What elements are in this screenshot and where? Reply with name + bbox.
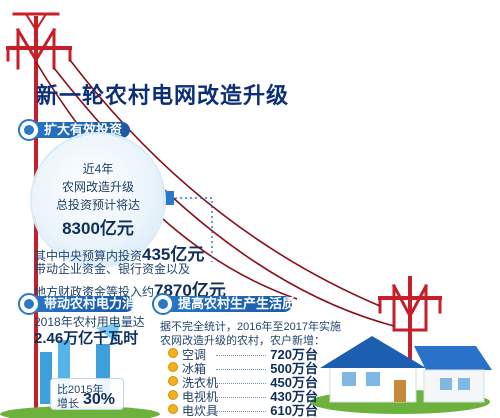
detail-line1-prefix: 其中中央预算内投资 (34, 249, 143, 263)
quality-intro2: 农网改造升级的农村，农户新增： (160, 335, 325, 347)
appliance-name: 电视机 (182, 390, 219, 404)
growth-value: 30% (83, 391, 116, 408)
consumption-line1: 2018年农村用电量达 (34, 315, 145, 329)
quality-intro1: 据不完全统计，2016年至2017年实施 (160, 321, 341, 333)
section-quality-label: 提高农村生产生活质量 (178, 296, 309, 311)
bullet-dot-icon (168, 348, 178, 358)
section-consumption-header: 带动农村电力消费 (18, 293, 148, 315)
appliance-value: 500万台 (270, 361, 318, 376)
investment-circle: 近4年 农网改造升级 总投资预计将达 8300亿元 (32, 134, 164, 266)
bullet-dot-icon (168, 404, 178, 414)
investment-detail-line1: 其中中央预算内投资435亿元 (34, 240, 204, 265)
leader-dots (216, 355, 266, 356)
detail-line1-amount: 435亿元 (142, 245, 205, 264)
circle-line1: 近4年 (82, 162, 114, 176)
appliance-row: 洗衣机 450万台 (168, 374, 318, 390)
investment-detail-line2: 带动企业资金、银行资金以及 (34, 262, 191, 276)
consumption-amount: 2.46万亿千瓦时 (34, 330, 139, 347)
circle-line3: 总投资预计将达 (55, 198, 140, 212)
appliance-row: 电炊具 610万台 (168, 402, 318, 418)
circle-line2: 农网改造升级 (61, 180, 134, 194)
circle-amount: 8300亿元 (62, 219, 134, 238)
bullet-dot-icon (168, 362, 178, 372)
bullet-dot-icon (168, 376, 178, 386)
detail-line3-amount: 7870亿元 (154, 281, 226, 300)
growth-suffix: 增长 (57, 398, 79, 410)
section-quality-header: 提高农村生产生活质量 (152, 293, 308, 315)
dotted-connectors (87, 197, 213, 298)
page-title: 新一轮农村电网改造升级 (36, 83, 290, 108)
leader-dots (216, 411, 266, 412)
appliance-name: 洗衣机 (182, 376, 219, 390)
section-consumption-label: 带动农村电力消费 (44, 296, 149, 311)
bullet-dot-icon (168, 390, 178, 400)
section-bullet-icon (152, 293, 174, 315)
section-investment-label: 扩大有效投资 (44, 122, 123, 137)
appliance-row: 电视机 430万台 (168, 388, 318, 404)
appliance-name: 空调 (182, 348, 207, 362)
appliance-name: 冰箱 (182, 362, 207, 376)
appliance-value: 450万台 (270, 375, 318, 390)
investment-detail-line3: 地方财政资金等投入约7870亿元 (34, 276, 226, 301)
appliance-value: 720万台 (270, 347, 318, 362)
house-icon (310, 336, 492, 414)
section-bullet-icon (18, 293, 40, 315)
appliance-name: 电炊具 (182, 404, 219, 418)
section-bullet-icon (18, 119, 40, 141)
appliance-row: 空调 720万台 (168, 346, 318, 362)
growth-prefix: 比2015年 (57, 384, 104, 396)
detail-line3-prefix: 地方财政资金等投入约 (34, 285, 155, 299)
growth-badge: 比2015年 增长 30% (50, 378, 124, 410)
leader-dots (216, 369, 266, 370)
appliance-value: 610万台 (270, 403, 318, 418)
leader-dots (216, 383, 266, 384)
appliance-row: 冰箱 500万台 (168, 360, 318, 376)
leader-dots (216, 397, 266, 398)
appliance-value: 430万台 (270, 389, 318, 404)
